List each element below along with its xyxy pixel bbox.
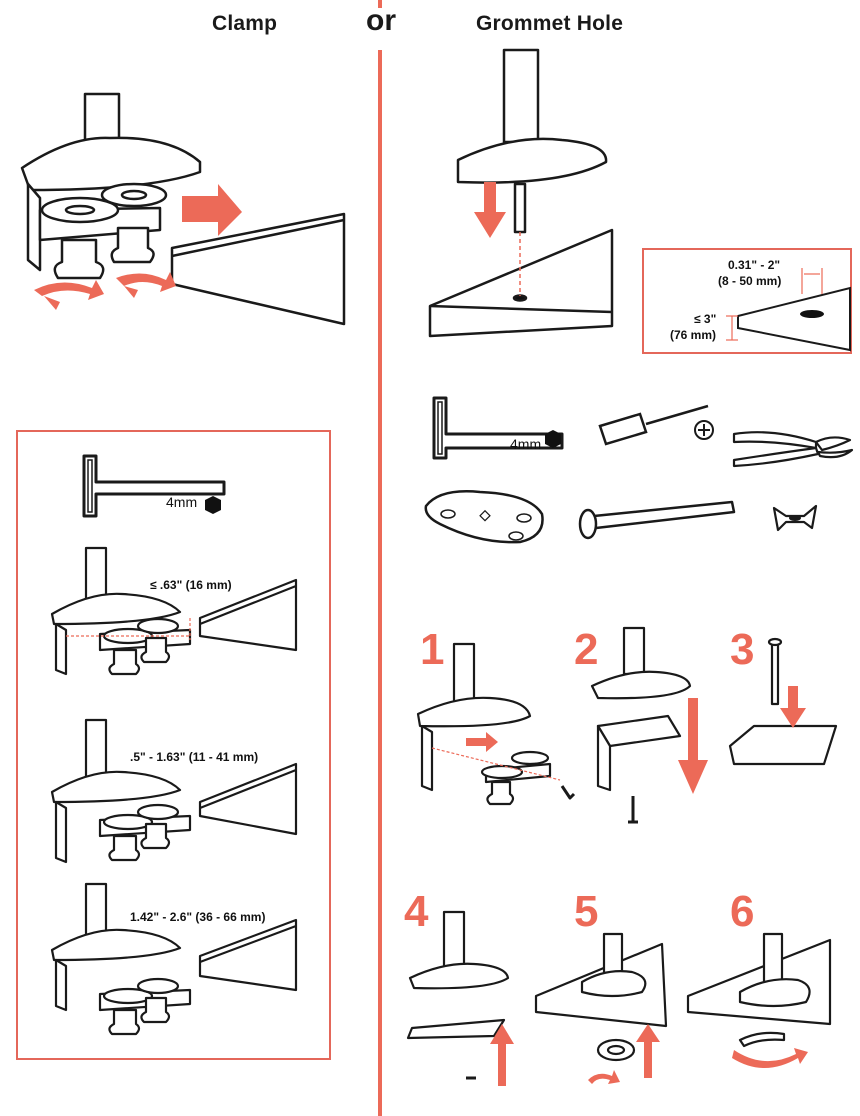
clamp-title: Clamp: [212, 12, 278, 35]
panel-hex-key-size-label: 4mm: [166, 494, 198, 510]
pliers-icon: [732, 431, 854, 468]
panel-hex-key-icon: [82, 454, 226, 518]
screwdriver-icon: [598, 404, 714, 446]
step-5-illustration: [534, 932, 668, 1084]
thickness-label: ≤ 3": [694, 312, 717, 326]
or-label: or: [366, 4, 396, 37]
step-number-1: 1: [420, 625, 445, 674]
grommet-install-illustration: [428, 48, 614, 338]
clamp-range-illustration-1: [50, 546, 298, 676]
clamp-range-illustration-2: [50, 718, 298, 864]
step-1-illustration: [416, 642, 576, 806]
step-number-6: 6: [730, 887, 755, 936]
base-plate-part-icon: [424, 490, 544, 544]
bolt-part-icon: [578, 500, 736, 540]
clamp-range-label-1: ≤ .63" (16 mm): [150, 578, 232, 592]
center-divider: [378, 50, 382, 1116]
clamp-install-illustration: [20, 92, 346, 326]
step-number-5: 5: [574, 887, 599, 936]
step-3-illustration: [728, 637, 838, 766]
wing-nut-part-icon: [772, 504, 818, 532]
divider-top: [378, 0, 382, 8]
clamp-range-label-3: 1.42" - 2.6" (36 - 66 mm): [130, 910, 266, 924]
hex-key-size-label: 4mm: [510, 436, 542, 452]
clamp-ranges-panel: [16, 430, 331, 1060]
hex-key-icon: [432, 396, 564, 460]
step-number-3: 3: [730, 625, 755, 674]
step-6-illustration: [686, 932, 832, 1068]
hole-range-label: 0.31" - 2": [728, 258, 781, 272]
hole-range-mm-label: (8 - 50 mm): [718, 274, 782, 288]
step-4-illustration: [406, 910, 514, 1086]
clamp-range-illustration-3: [50, 882, 298, 1036]
thickness-mm-label: (76 mm): [670, 328, 717, 342]
step-2-illustration: [590, 626, 708, 824]
step-number-4: 4: [404, 887, 429, 936]
grommet-title: Grommet Hole: [476, 12, 624, 35]
step-number-2: 2: [574, 625, 599, 674]
grommet-spec-diagram: [726, 268, 851, 352]
clamp-range-label-2: .5" - 1.63" (11 - 41 mm): [130, 750, 259, 764]
